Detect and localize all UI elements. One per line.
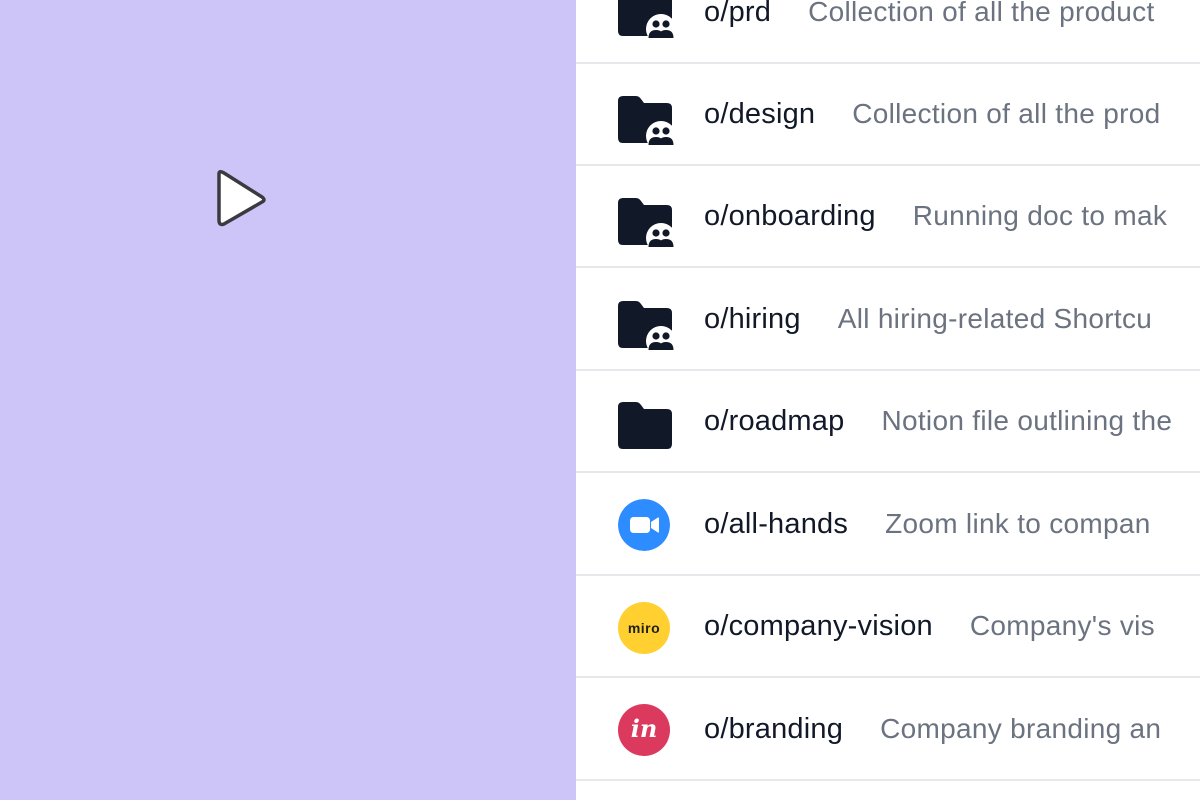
link-name: o/design	[704, 97, 816, 130]
link-description: Zoom link to compan	[885, 508, 1151, 539]
link-description: Running doc to mak	[912, 200, 1168, 231]
row-text: o/design Collection of all the prod	[704, 64, 1160, 164]
invision-icon: in	[618, 704, 670, 756]
link-description: Company branding an	[880, 713, 1162, 744]
miro-logo-text: miro	[627, 620, 661, 636]
link-name: o/onboarding	[704, 199, 876, 232]
go-links-list: o/prd Collection of all the product o/de…	[576, 0, 1200, 800]
row-text: o/hiring All hiring-related Shortcu	[704, 269, 1152, 369]
shared-folder-icon	[618, 301, 674, 354]
row-text: o/branding Company branding an	[704, 679, 1161, 779]
pointer-cursor-icon	[217, 169, 266, 227]
row-text: o/roadmap Notion file outlining the	[704, 371, 1172, 471]
link-description: All hiring-related Shortcu	[837, 303, 1153, 334]
list-item-roadmap[interactable]: o/roadmap Notion file outlining the	[576, 371, 1200, 473]
list-item-hiring[interactable]: o/hiring All hiring-related Shortcu	[576, 269, 1200, 371]
shared-folder-icon	[618, 198, 674, 251]
folder-icon	[618, 402, 672, 449]
shared-folder-icon	[618, 96, 674, 149]
list-item-all-hands[interactable]: o/all-hands Zoom link to compan	[576, 474, 1200, 576]
left-backdrop	[0, 0, 576, 800]
row-text: o/onboarding Running doc to mak	[704, 166, 1167, 266]
list-item-design[interactable]: o/design Collection of all the prod	[576, 64, 1200, 166]
list-item-onboarding[interactable]: o/onboarding Running doc to mak	[576, 166, 1200, 268]
link-name: o/prd	[704, 0, 772, 28]
list-item-prd[interactable]: o/prd Collection of all the product	[576, 0, 1200, 64]
row-text: o/prd Collection of all the product	[704, 0, 1155, 62]
list-item-branding[interactable]: in o/branding Company branding an	[576, 679, 1200, 781]
link-name: o/branding	[704, 712, 844, 745]
invision-logo-text: in	[630, 714, 658, 743]
row-text: o/company-vision Company's vis	[704, 576, 1155, 676]
miro-icon: miro	[618, 602, 670, 654]
link-name: o/company-vision	[704, 609, 933, 642]
link-description: Collection of all the product	[808, 0, 1155, 27]
list-item-company-vision[interactable]: miro o/company-vision Company's vis	[576, 576, 1200, 678]
row-text: o/all-hands Zoom link to compan	[704, 474, 1151, 574]
link-description: Company's vis	[969, 610, 1155, 641]
zoom-icon	[618, 499, 670, 551]
shared-folder-icon	[618, 0, 674, 42]
link-name: o/hiring	[704, 302, 801, 335]
link-name: o/all-hands	[704, 507, 849, 540]
link-name: o/roadmap	[704, 404, 845, 437]
link-description: Collection of all the prod	[852, 98, 1161, 129]
link-description: Notion file outlining the	[881, 405, 1173, 436]
